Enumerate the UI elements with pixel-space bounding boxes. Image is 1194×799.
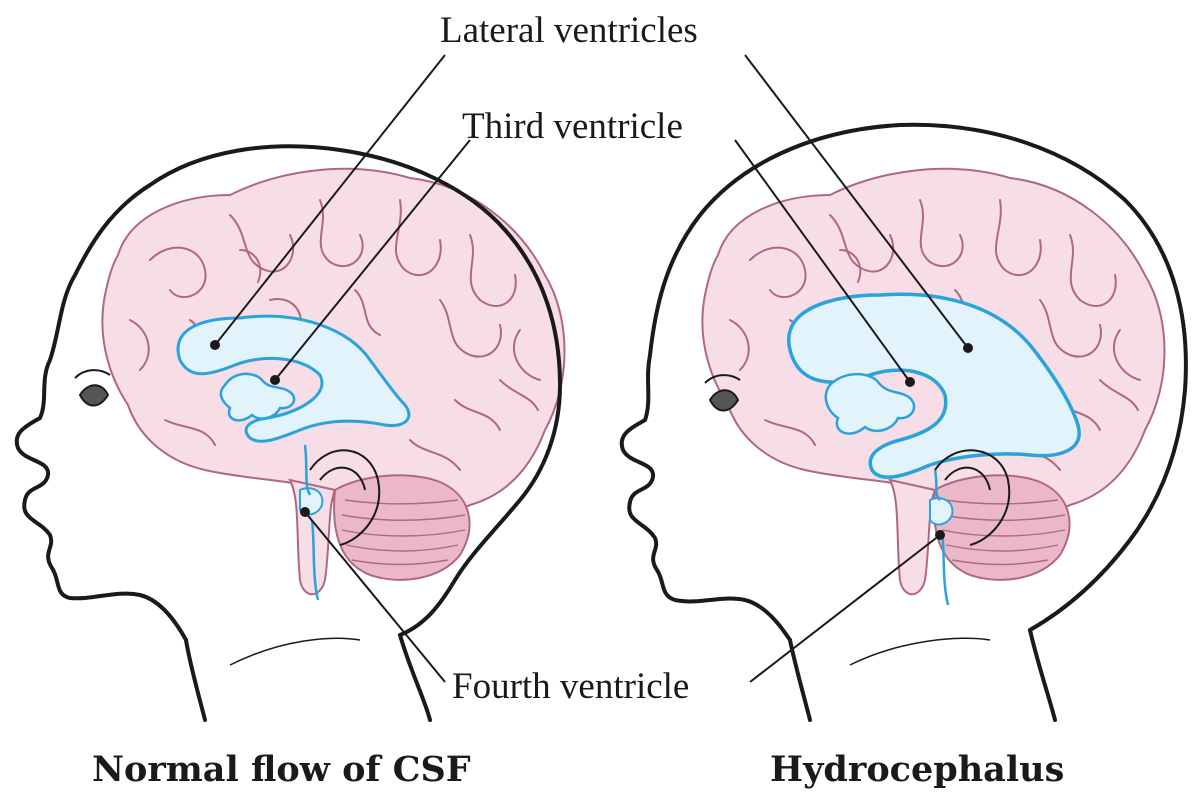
normal-flow-caption: Normal flow of CSF (92, 752, 471, 787)
lateral-ventricles-label: Lateral ventricles (440, 12, 698, 49)
hydrocephalus-head-figure (622, 125, 1186, 720)
fourth-ventricle-label: Fourth ventricle (452, 668, 689, 705)
fourth-ventricle-enlarged (930, 498, 952, 524)
eye-icon (80, 385, 108, 405)
hydrocephalus-caption: Hydrocephalus (770, 752, 1064, 787)
third-ventricle-label: Third ventricle (462, 108, 683, 145)
normal-head-figure (17, 146, 565, 720)
